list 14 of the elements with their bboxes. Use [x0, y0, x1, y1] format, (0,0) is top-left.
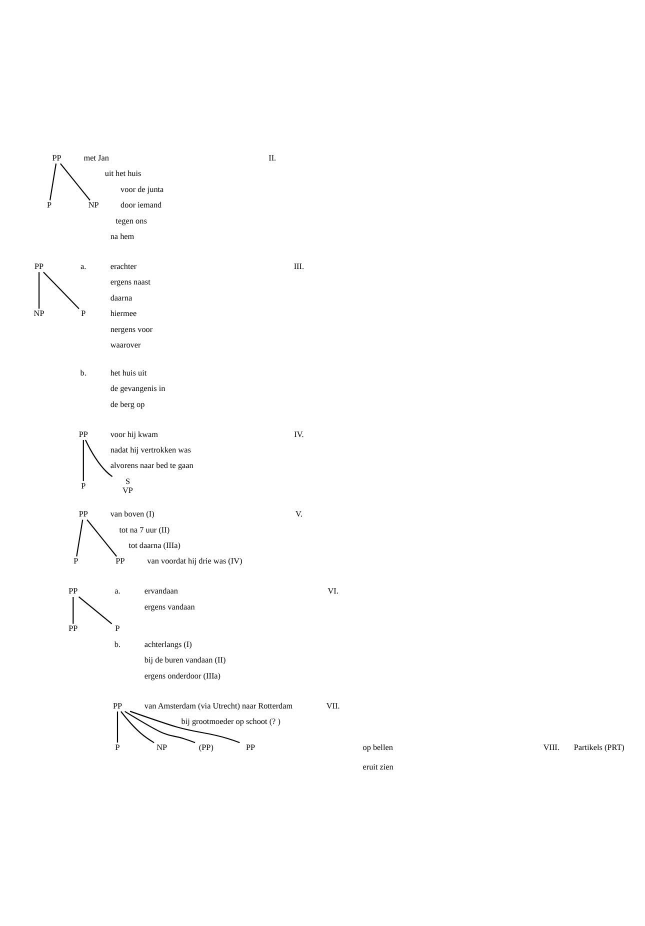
connector	[76, 520, 84, 556]
connector	[43, 272, 80, 310]
connector	[84, 440, 113, 478]
connector	[116, 712, 118, 743]
connector	[38, 272, 40, 309]
connector	[124, 710, 196, 744]
connector	[60, 163, 90, 201]
connector	[82, 440, 84, 482]
connector	[86, 519, 117, 557]
connector	[120, 711, 154, 744]
connector	[72, 597, 74, 624]
connector	[130, 710, 240, 744]
connector	[49, 164, 57, 200]
connector	[78, 596, 112, 624]
